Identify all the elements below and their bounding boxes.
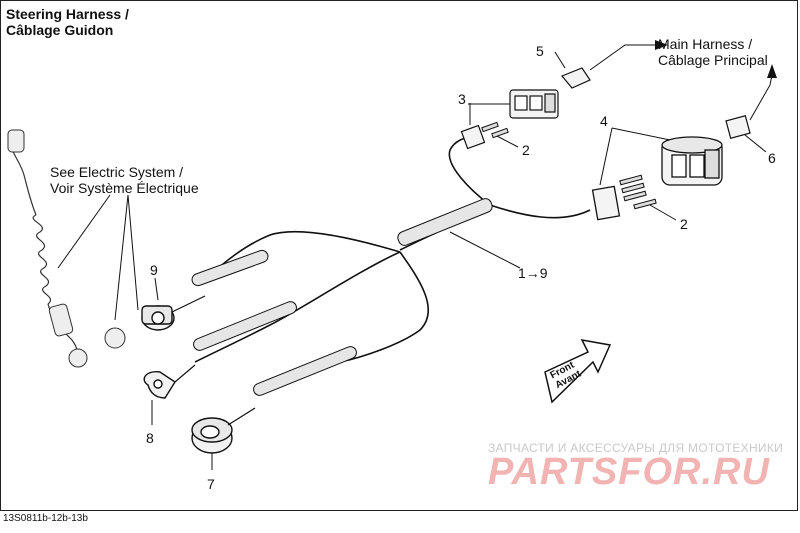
callout-6: 6	[768, 150, 776, 166]
front-arrow	[544, 338, 612, 404]
sleeve-9	[191, 249, 269, 287]
title-line-2: Câblage Guidon	[6, 22, 114, 38]
callout-4: 4	[600, 113, 608, 129]
diagram-title: Steering Harness / Câblage Guidon	[6, 6, 129, 38]
lock-clip-6	[725, 114, 751, 140]
title-line-1: Steering Harness /	[6, 6, 129, 22]
connector-4-plug	[591, 185, 621, 221]
branch-to-8	[194, 251, 401, 363]
callout-9: 9	[150, 262, 158, 278]
callout-2-left: 2	[522, 142, 530, 158]
callout-7: 7	[207, 476, 215, 492]
arrow-main-harness	[655, 40, 668, 50]
arrow-main-harness-6	[767, 64, 777, 78]
callout-1-9: 1→9	[518, 265, 548, 281]
lock-clip-5	[561, 67, 591, 89]
watermark-tagline: ЗАПЧАСТИ И АКСЕССУАРЫ ДЛЯ МОТОТЕХНИКИ	[488, 441, 784, 455]
sleeve-7	[253, 346, 357, 396]
callout-8: 8	[146, 430, 154, 446]
callout-3: 3	[458, 91, 466, 107]
callout-2-right: 2	[680, 216, 688, 232]
branch-to-7	[339, 251, 430, 363]
see-electric-label: See Electric System / Voir Système Élect…	[50, 164, 199, 196]
wire-to-connector-4	[489, 204, 591, 219]
sleeve-8	[193, 301, 297, 351]
diagram-frame	[0, 0, 798, 511]
callout-5: 5	[536, 43, 544, 59]
figure-code: 13S0811b-12b-13b	[3, 513, 88, 524]
main-harness-label: Main Harness / Câblage Principal	[658, 36, 768, 68]
watermark-logo: PARTSFOR.RU	[488, 451, 770, 493]
branch-to-9	[209, 230, 401, 276]
connector-3-plug	[460, 124, 486, 150]
sleeve-main	[397, 198, 493, 246]
